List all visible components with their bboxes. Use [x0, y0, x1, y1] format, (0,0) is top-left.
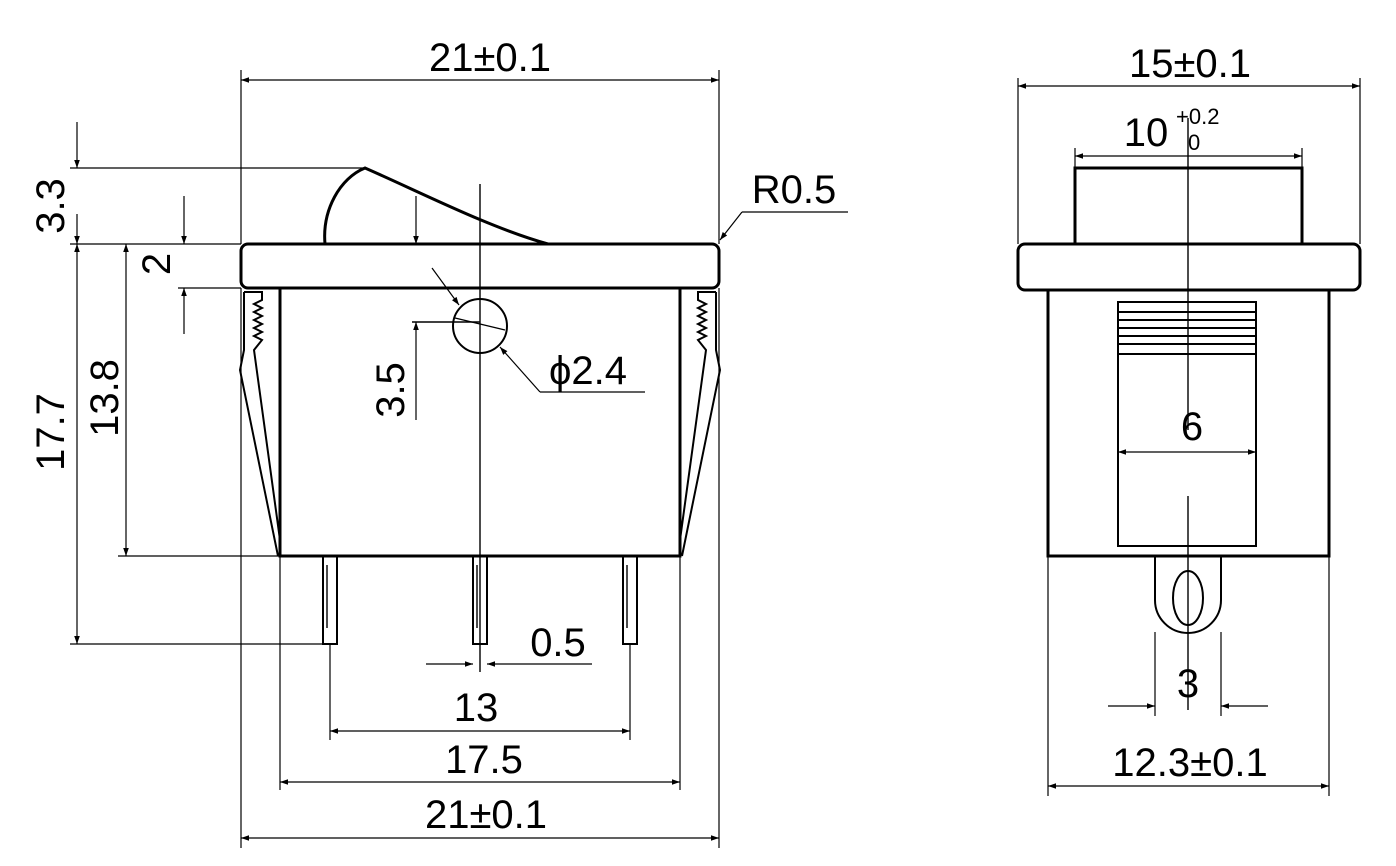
- side-flange: [1016, 242, 1362, 292]
- hole-offset-label: 3.5: [369, 362, 413, 418]
- front-view: 21±0.1 R0.5 ϕ2.4 0.5 13 17.5 21±0.1 3.3 …: [29, 36, 848, 848]
- side-view: 15±0.1 10 +0.2 0 6 3 12.3±0.1: [1016, 42, 1362, 796]
- corner-radius-label: R0.5: [752, 168, 837, 212]
- left-latch: [238, 291, 281, 557]
- hole-diameter-label: ϕ2.4: [549, 349, 627, 393]
- side-top-width-label: 15±0.1: [1129, 42, 1251, 86]
- side-body-width-label: 12.3±0.1: [1112, 741, 1267, 785]
- slot-width-label: 6: [1181, 405, 1203, 449]
- body-width-label: 17.5: [445, 738, 523, 782]
- rocker-height-label: 3.3: [29, 178, 73, 234]
- rocker-width-label: 10: [1124, 111, 1169, 155]
- rocker-actuator: [323, 166, 549, 246]
- pin-width-label: 3: [1177, 662, 1199, 706]
- front-bottom-width-label: 21±0.1: [425, 793, 547, 837]
- body-height-label: 13.8: [83, 359, 127, 437]
- pin-thickness-label: 0.5: [530, 621, 586, 665]
- rocker-tol-upper: +0.2: [1176, 104, 1219, 129]
- side-slot: [1117, 301, 1257, 547]
- front-top-width-label: 21±0.1: [429, 36, 551, 80]
- flange-thickness-label: 2: [135, 253, 179, 275]
- slot-ribs: [1118, 311, 1256, 355]
- pin-span-label: 13: [454, 686, 499, 730]
- rocker-tol-lower: 0: [1188, 130, 1200, 155]
- right-latch: [679, 291, 722, 557]
- total-height-label: 17.7: [29, 393, 73, 471]
- pivot-hole: [452, 298, 508, 354]
